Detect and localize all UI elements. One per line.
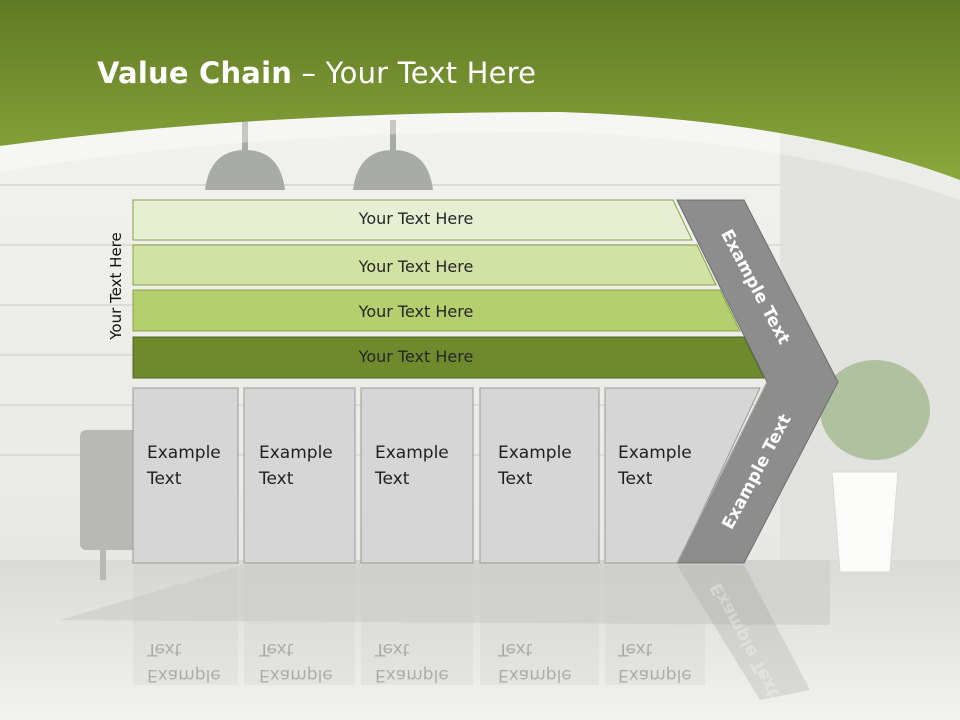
bar-4: [132, 336, 765, 379]
slide-title: Value Chain – Your Text Here: [97, 56, 536, 90]
bar-4-label: Your Text Here: [358, 347, 474, 366]
box-2: [243, 387, 356, 564]
box-4: [479, 387, 600, 564]
bar-2-label: Your Text Here: [358, 257, 474, 276]
title-bold: Value Chain: [97, 56, 293, 90]
bar-1-label: Your Text Here: [358, 209, 474, 228]
bar-1: [132, 199, 693, 241]
box-3: [360, 387, 474, 564]
bar-2: [132, 244, 717, 286]
bar-3: [132, 289, 741, 332]
title-rest: – Your Text Here: [292, 56, 537, 90]
side-label: Your Text Here: [107, 232, 125, 340]
box-1: [132, 387, 239, 564]
bar-3-label: Your Text Here: [358, 302, 474, 321]
